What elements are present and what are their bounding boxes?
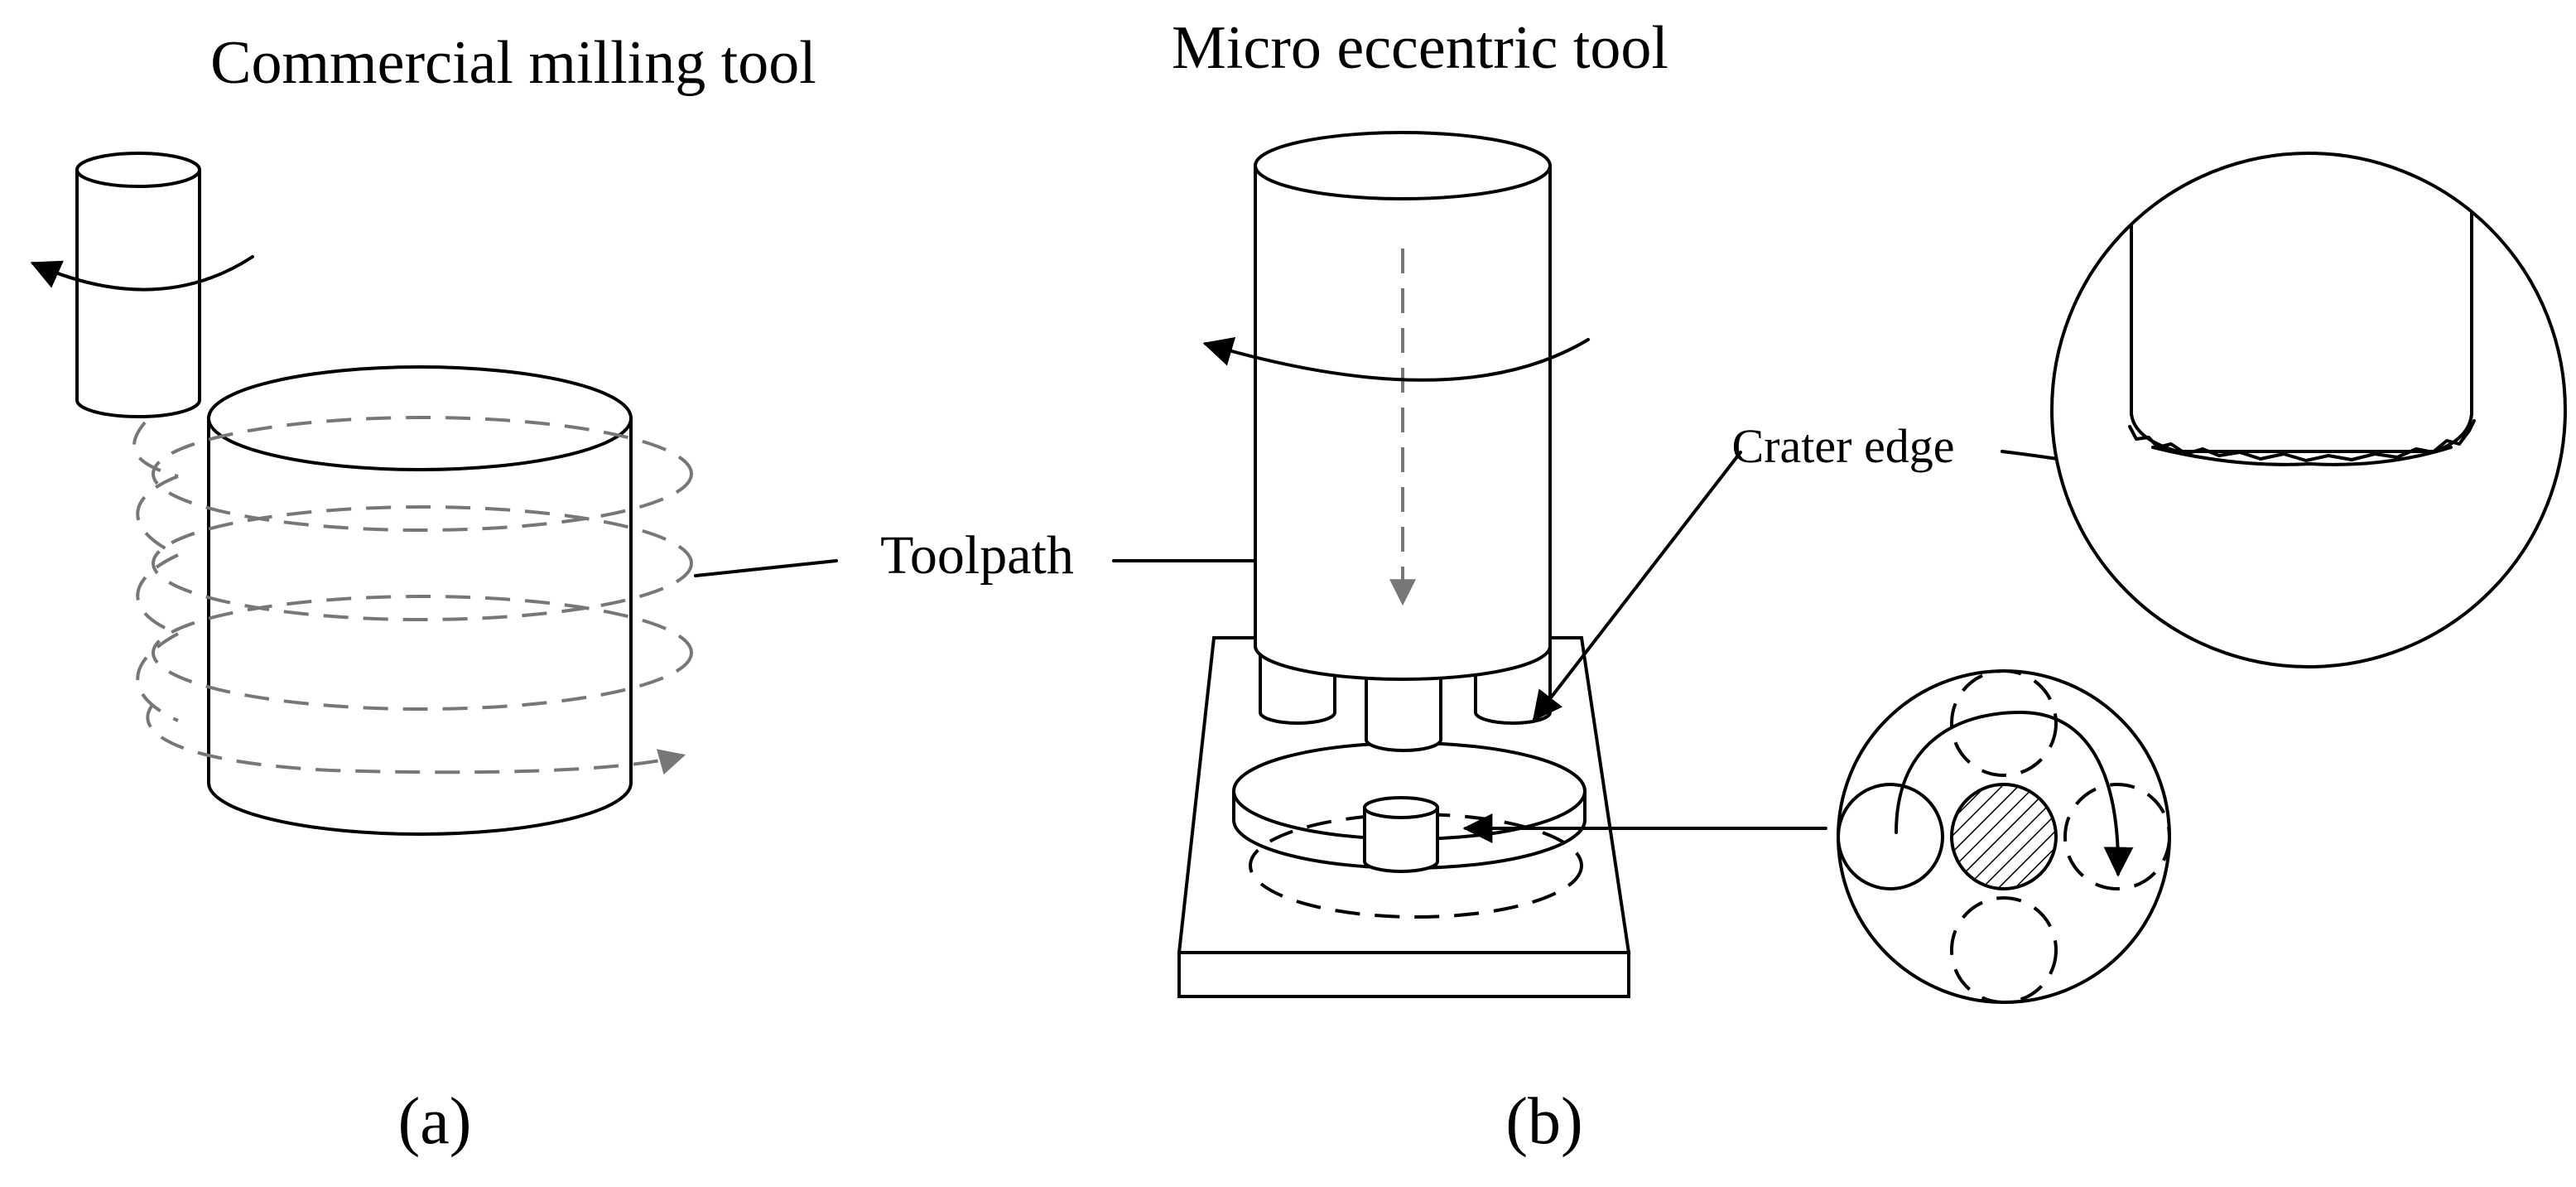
orbit-arrow [1895,711,2134,877]
crater-edge-callout: Crater edge [1532,419,2111,721]
motion-detail-circle [1462,669,2171,1004]
caption-a: (a) [398,1085,472,1158]
workpiece-cylinder [207,365,633,836]
title-commercial-milling-tool: Commercial milling tool [210,29,816,97]
rotation-arrow-a [30,255,254,292]
panel-b: Micro eccentric tool [1172,14,2567,1158]
helical-toolpath-back [132,421,179,722]
eccentric-tool-body [1202,131,1590,752]
rotation-arrow-b [1202,336,1590,382]
hatched-center [1950,783,2058,890]
crater-edge-rough [2128,419,2476,462]
crater-edge-label: Crater edge [1732,419,1955,473]
caption-b: (b) [1505,1085,1582,1158]
helical-toolpath-front [146,416,693,775]
toolpath-callout: Toolpath [694,525,1384,586]
panel-a: Commercial milling tool (a) [30,29,816,1158]
crater-edge-zoom [2050,152,2567,668]
title-micro-eccentric-tool: Micro eccentric tool [1172,14,1668,82]
toolpath-label: Toolpath [880,525,1074,586]
center-pin [1363,796,1439,873]
milling-tool-small [30,152,254,418]
